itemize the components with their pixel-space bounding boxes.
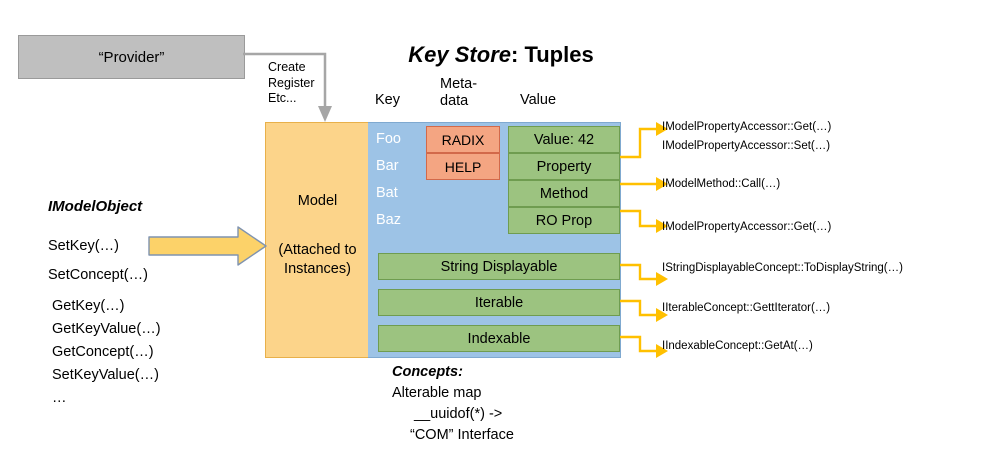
method-item: SetConcept(…): [48, 267, 148, 283]
imodelobject-to-model-arrow: [148, 226, 267, 266]
concepts-heading: Concepts:: [392, 364, 463, 380]
model-subtitle: (Attached to Instances): [266, 241, 369, 279]
method-item: SetKeyValue(…): [52, 367, 159, 383]
title-emphasis: Key Store: [408, 42, 511, 67]
method-item: GetConcept(…): [52, 344, 154, 360]
key-cell: Baz: [376, 211, 401, 228]
callout-arrows: [620, 122, 668, 358]
model-box: Model (Attached to Instances): [265, 122, 370, 358]
provider-to-model-connector: [243, 52, 332, 122]
value-cell: RO Prop: [508, 207, 620, 234]
annotation-text: IModelPropertyAccessor::Get(…): [662, 121, 832, 133]
concept-bar: Iterable: [378, 289, 620, 316]
metadata-cell: HELP: [426, 153, 500, 180]
key-cell: Foo: [376, 130, 401, 147]
annotation-text: IIterableConcept::GettIterator(…): [662, 302, 831, 314]
annotation-text: IModelPropertyAccessor::Get(…): [662, 221, 832, 233]
connector-line-3: Etc...: [268, 91, 297, 105]
column-header-metadata: Meta- data: [440, 76, 502, 110]
value-cell: Method: [508, 180, 620, 207]
imodelobject-methods-group-a: SetKey(…) SetConcept(…): [48, 232, 148, 290]
method-item: SetKey(…): [48, 238, 119, 254]
model-subtitle-line1: (Attached to: [278, 242, 357, 258]
column-header-metadata-line2: data: [440, 93, 469, 109]
method-item: GetKey(…): [52, 298, 125, 314]
key-cell: Bar: [376, 157, 399, 174]
annotation-text: IModelMethod::Call(…): [662, 178, 781, 190]
annotation-text: IModelPropertyAccessor::Set(…): [662, 140, 831, 152]
value-cell: Value: 42: [508, 126, 620, 153]
annotation-text: IIndexableConcept::GetAt(…): [662, 340, 813, 352]
column-header-value: Value: [520, 92, 557, 108]
provider-box: “Provider”: [18, 35, 245, 79]
concepts-line-1: Alterable map: [392, 385, 482, 401]
method-item: …: [52, 390, 67, 406]
key-cell: Bat: [376, 184, 398, 201]
column-header-metadata-line1: Meta-: [440, 76, 478, 92]
connector-line-1: Create: [268, 60, 306, 74]
concepts-line-2: __uuidof(*) ->: [414, 406, 503, 422]
provider-label: “Provider”: [98, 48, 165, 66]
concept-bar: Indexable: [378, 325, 620, 352]
imodelobject-methods-group-b: GetKey(…) GetKeyValue(…) GetConcept(…) S…: [52, 295, 161, 410]
concepts-footer: Concepts: Alterable map __uuidof(*) -> “…: [392, 362, 514, 446]
concepts-line-3: “COM” Interface: [410, 427, 514, 443]
create-register-label: Create Register Etc...: [268, 60, 338, 107]
value-cell: Property: [508, 153, 620, 180]
title-rest: : Tuples: [511, 42, 594, 67]
method-item: GetKeyValue(…): [52, 321, 161, 337]
connector-line-2: Register: [268, 75, 315, 90]
page-title: Key Store: Tuples: [366, 42, 636, 68]
concept-bar: String Displayable: [378, 253, 620, 280]
annotation-text: IStringDisplayableConcept::ToDisplayStri…: [662, 262, 903, 274]
model-subtitle-line2: Instances): [284, 261, 351, 277]
model-title: Model: [297, 193, 338, 209]
imodelobject-heading: IModelObject: [48, 198, 143, 215]
metadata-cell: RADIX: [426, 126, 500, 153]
column-header-key: Key: [375, 92, 400, 108]
